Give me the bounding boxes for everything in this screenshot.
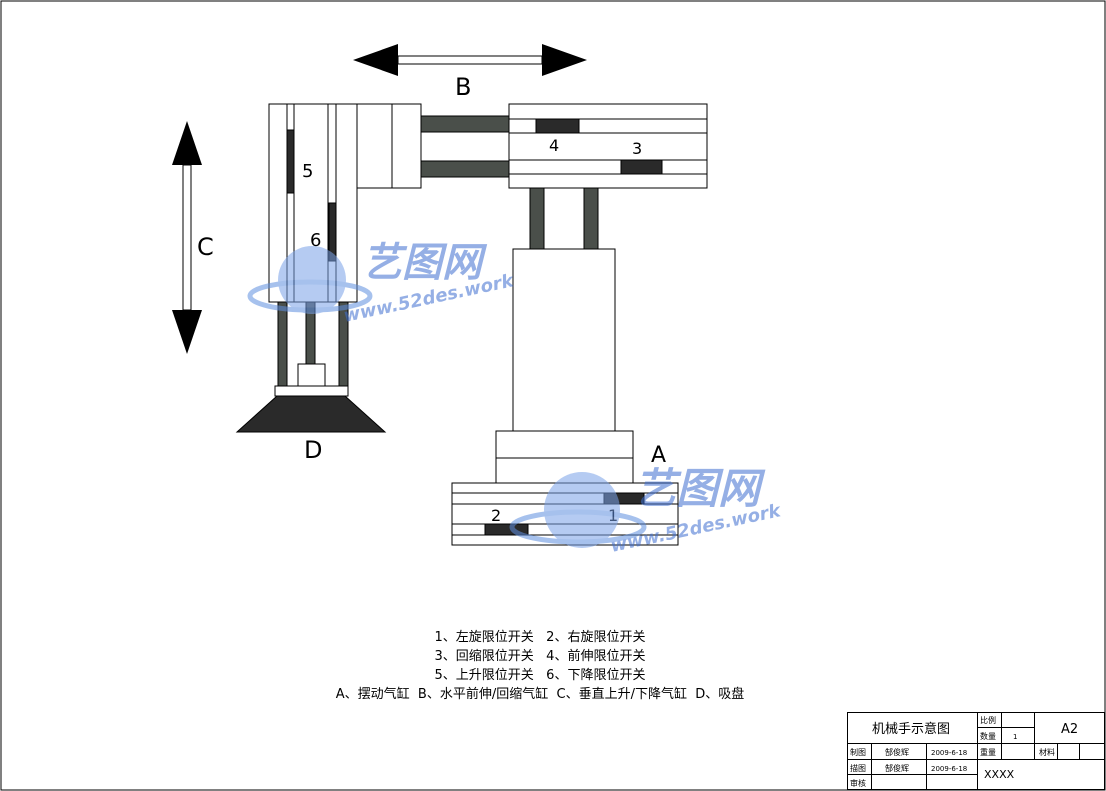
svg-text:艺图网: 艺图网 [634,464,766,513]
arrow-b [353,44,587,76]
column [495,248,634,484]
label-b: B [455,73,471,101]
traced-name: 郜俊辉 [885,763,909,773]
legend: 1、左旋限位开关 2、右旋限位开关 3、回缩限位开关 4、前伸限位开关 5、上升… [240,628,840,704]
qty-value: 1 [1013,733,1017,741]
label-c: C [197,233,214,261]
title-block: 机械手示意图 比例 数量 1 A2 制图 郜俊辉 2009-6-18 重量 材料… [847,712,1105,790]
label-5: 5 [302,161,313,182]
suction-cup [235,395,387,433]
drawing-title: 机械手示意图 [872,721,950,737]
label-2: 2 [491,506,501,525]
legend-line: A、摆动气缸 B、水平前伸/回缩气缸 C、垂直上升/下降气缸 D、吸盘 [335,687,745,702]
label-6: 6 [310,230,321,251]
horizontal-rods [420,115,510,178]
arrow-c [172,121,202,354]
legend-line: 5、上升限位开关 6、下降限位开关 [434,668,646,683]
support-rods [529,187,599,250]
drawn-label: 制图 [850,747,866,757]
label-d: D [304,436,322,464]
label-4: 4 [549,136,559,155]
sheet-size: A2 [1061,722,1078,737]
qty-label: 数量 [980,731,996,741]
horizontal-cylinder [508,103,708,189]
vertical-rods [274,301,349,397]
material-label: 材料 [1039,747,1055,757]
legend-line: 3、回缩限位开关 4、前伸限位开关 [434,649,646,664]
drawing-code: XXXX [984,768,1015,781]
label-a: A [651,443,666,468]
traced-date: 2009-6-18 [931,765,967,773]
legend-line: 1、左旋限位开关 2、右旋限位开关 [434,630,646,645]
svg-text:艺图网: 艺图网 [362,240,488,286]
traced-label: 描图 [850,763,866,773]
label-3: 3 [632,139,642,158]
drawn-date: 2009-6-18 [931,749,967,757]
weight-label: 重量 [980,747,996,757]
review-label: 审核 [850,778,866,788]
scale-label: 比例 [980,715,996,725]
drawn-name: 郜俊辉 [885,747,909,757]
